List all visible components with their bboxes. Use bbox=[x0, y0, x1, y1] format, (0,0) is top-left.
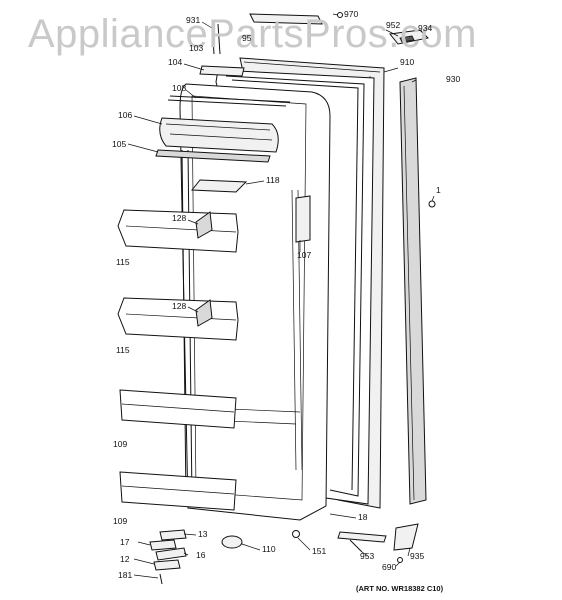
dairy-frame-108 bbox=[167, 95, 291, 107]
callout-115-upper: 115 bbox=[116, 257, 130, 267]
callout-106: 106 bbox=[118, 110, 133, 120]
callout-115-lower: 115 bbox=[116, 345, 130, 355]
callout-151: 151 bbox=[312, 546, 327, 556]
dairy-shelf-105 bbox=[155, 149, 271, 163]
door-bin-109-lower bbox=[119, 471, 237, 511]
callout-128-lower: 128 bbox=[172, 301, 187, 311]
bottom-trim-953 bbox=[337, 531, 387, 553]
trim-103-104 bbox=[199, 65, 245, 77]
top-trim-931 bbox=[211, 23, 221, 55]
callout-13: 13 bbox=[198, 529, 208, 539]
dairy-compartment-106 bbox=[159, 117, 279, 153]
callout-931: 931 bbox=[186, 15, 201, 25]
callout-118: 118 bbox=[266, 175, 280, 185]
callout-910: 910 bbox=[400, 57, 415, 67]
small-hardware-13-17-16-12-181 bbox=[149, 529, 187, 585]
callout-95: 95 bbox=[242, 33, 252, 43]
callout-109-upper: 109 bbox=[113, 439, 128, 449]
part-110 bbox=[221, 535, 243, 549]
hinge-952-934 bbox=[389, 29, 430, 45]
callout-181: 181 bbox=[118, 570, 133, 580]
callout-970: 970 bbox=[344, 9, 359, 19]
door-bin-109-upper bbox=[119, 389, 237, 429]
callout-107: 107 bbox=[297, 250, 312, 260]
callout-690: 690 bbox=[382, 562, 397, 572]
watermark: AppliancePartsPros.com bbox=[28, 12, 477, 56]
screw-1 bbox=[428, 200, 436, 208]
screw-151 bbox=[292, 530, 300, 538]
callout-16: 16 bbox=[196, 550, 206, 560]
callout-935: 935 bbox=[410, 551, 425, 561]
callout-110: 110 bbox=[262, 544, 276, 554]
art-number: (ART NO. WR18382 C10) bbox=[356, 584, 444, 593]
callout-128-upper: 128 bbox=[172, 213, 187, 223]
callout-952: 952 bbox=[386, 20, 401, 30]
top-cover-970 bbox=[249, 12, 343, 25]
callout-934: 934 bbox=[418, 23, 433, 33]
callout-105: 105 bbox=[112, 139, 127, 149]
callout-930: 930 bbox=[446, 74, 461, 84]
callout-17: 17 bbox=[120, 537, 130, 547]
bottom-hinge-935 bbox=[393, 523, 419, 563]
leader-lines bbox=[127, 13, 435, 579]
callout-109-lower: 109 bbox=[113, 516, 128, 526]
callout-108: 108 bbox=[172, 83, 187, 93]
small-tray-118 bbox=[190, 179, 248, 193]
callout-953: 953 bbox=[360, 551, 375, 561]
door-handle-930 bbox=[399, 77, 427, 505]
callout-18: 18 bbox=[358, 512, 368, 522]
door-shelf-115-lower bbox=[117, 297, 239, 341]
callout-104: 104 bbox=[168, 57, 183, 67]
callout-1: 1 bbox=[436, 185, 441, 195]
door-shelf-115-upper bbox=[117, 209, 239, 253]
callout-12: 12 bbox=[120, 554, 130, 564]
callout-103: 103 bbox=[189, 43, 204, 53]
